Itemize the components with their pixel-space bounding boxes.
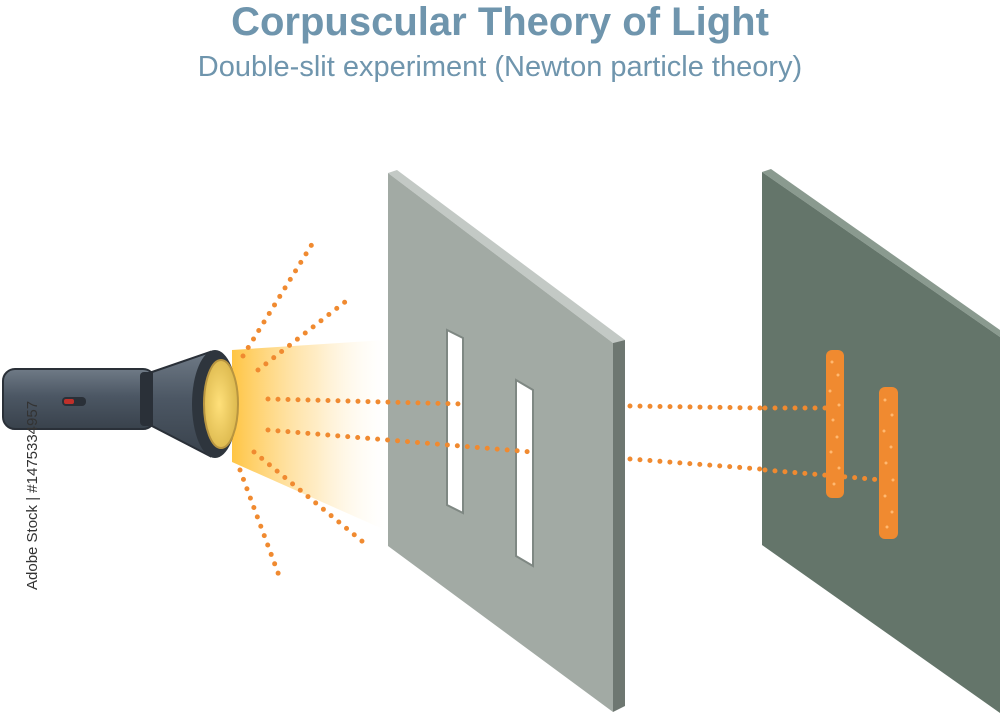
impact-texture [828,360,895,529]
slit-panel [388,170,625,712]
impact-bands [826,350,898,539]
impact-band-lower [879,387,898,539]
diagram-title: Corpuscular Theory of Light [231,0,769,44]
slit-bottom [515,378,534,568]
scatter-ray-2 [255,295,353,373]
scatter-ray-4 [237,467,284,584]
stream-upper-gap [627,403,763,411]
diagram-subtitle: Double-slit experiment (Newton particle … [197,51,803,83]
stream-lower-gap [627,456,763,472]
stream-lower-detector [762,467,885,483]
flashlight-lens [203,359,239,449]
impact-band-upper [826,350,844,498]
scatter-ray-3 [251,449,366,545]
stream-lower-source [265,427,535,455]
stock-id-watermark: Adobe Stock | #1475334957 [24,400,41,590]
slit-top [446,328,464,515]
stream-upper-source [265,396,466,407]
particle-streams [237,238,885,584]
flashlight-icon [2,350,239,458]
scatter-ray-1 [240,238,317,359]
